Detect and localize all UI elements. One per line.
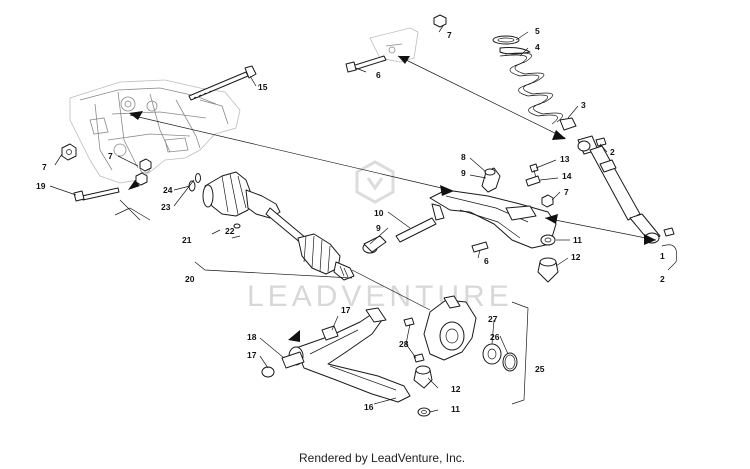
callout-12-lower: 12 <box>451 384 461 394</box>
callout-24: 24 <box>163 185 173 195</box>
washer-11-upper <box>540 234 556 246</box>
callout-15: 15 <box>258 82 268 92</box>
nut-7-left-upper <box>61 143 77 161</box>
vehicle-frame <box>69 79 241 184</box>
bushing-17-upper <box>321 325 339 341</box>
leader-lines <box>49 25 678 413</box>
knuckle-28 <box>423 295 477 361</box>
bolt-6-upper <box>345 55 387 73</box>
callout-23: 23 <box>161 202 171 212</box>
callout-7-frame: 7 <box>108 151 113 161</box>
callout-9-upper: 9 <box>461 168 466 178</box>
shock-absorber-1 <box>577 135 661 244</box>
callout-2-lower: 2 <box>660 274 665 284</box>
callout-3: 3 <box>581 100 586 110</box>
upper-a-arm-8 <box>429 189 557 249</box>
callout-17-upper: 17 <box>341 305 351 315</box>
callout-12-upper: 12 <box>571 252 581 262</box>
clip-14 <box>525 175 541 187</box>
arrowheads <box>128 56 656 342</box>
bearing-26 <box>482 343 502 365</box>
shaft-10 <box>395 217 437 243</box>
bushing-9-upper <box>481 167 501 193</box>
callout-8: 8 <box>461 152 466 162</box>
lower-a-arm-16 <box>288 307 411 403</box>
bushing-9-lower <box>362 235 387 254</box>
callout-2-upper: 2 <box>610 147 615 157</box>
nut-7-upper <box>433 14 447 28</box>
shock-bracket <box>369 27 419 63</box>
callout-26: 26 <box>490 332 500 342</box>
callouts: 15 7 6 5 4 3 2 7 7 19 24 23 22 21 20 8 9… <box>36 26 665 414</box>
callout-21: 21 <box>182 235 192 245</box>
bushing-17-lower <box>261 366 275 378</box>
callout-9-lower: 9 <box>376 223 381 233</box>
bolt-19 <box>73 187 120 202</box>
oring-22 <box>233 223 241 229</box>
callout-13: 13 <box>560 154 570 164</box>
callout-7-left: 7 <box>42 162 47 172</box>
retainer-3 <box>559 117 577 131</box>
callout-17-lower: 17 <box>247 350 257 360</box>
washer-11-lower <box>417 407 431 417</box>
ball-joint-12-upper <box>537 257 559 283</box>
ball-joint-12-lower <box>413 365 433 389</box>
callout-5: 5 <box>535 26 540 36</box>
watermark-text: LEADVENTURE <box>247 280 513 313</box>
callout-28: 28 <box>399 339 409 349</box>
bolt-6-arm <box>471 241 489 253</box>
callout-16: 16 <box>364 402 374 412</box>
snap-ring-27 <box>502 352 518 372</box>
callout-20: 20 <box>185 274 195 284</box>
bolt-15 <box>188 65 257 101</box>
bolt-2-shock-upper <box>595 137 607 147</box>
nut-7-arm <box>541 194 554 208</box>
grease-fitting-13 <box>529 163 539 179</box>
callout-11-upper: 11 <box>573 235 582 245</box>
callout-10: 10 <box>374 208 384 218</box>
nut-7-frame <box>139 158 152 172</box>
callout-22: 22 <box>225 226 235 236</box>
callout-27: 27 <box>488 314 498 324</box>
rendered-by-footer: Rendered by LeadVenture, Inc. <box>299 451 465 465</box>
callout-19: 19 <box>36 181 46 191</box>
callout-14: 14 <box>562 171 572 181</box>
bolt-28-lower <box>413 353 425 363</box>
watermark-logo <box>355 160 395 204</box>
spring-4 <box>499 47 563 125</box>
sleeve-18 <box>281 351 305 369</box>
circlip-23-24 <box>188 173 201 192</box>
spring-seat-5 <box>492 35 520 45</box>
callout-7-arm: 7 <box>564 187 569 197</box>
callout-18: 18 <box>247 332 257 342</box>
callout-7-upper: 7 <box>447 30 452 40</box>
callout-25: 25 <box>535 364 545 374</box>
callout-6-arm: 6 <box>484 256 489 266</box>
callout-6-upper: 6 <box>376 70 381 80</box>
bolt-28-upper <box>403 317 415 327</box>
callout-4: 4 <box>535 42 540 52</box>
bolt-2-shock-lower <box>663 227 675 237</box>
callout-11-lower: 11 <box>451 404 460 414</box>
callout-1: 1 <box>660 251 665 261</box>
